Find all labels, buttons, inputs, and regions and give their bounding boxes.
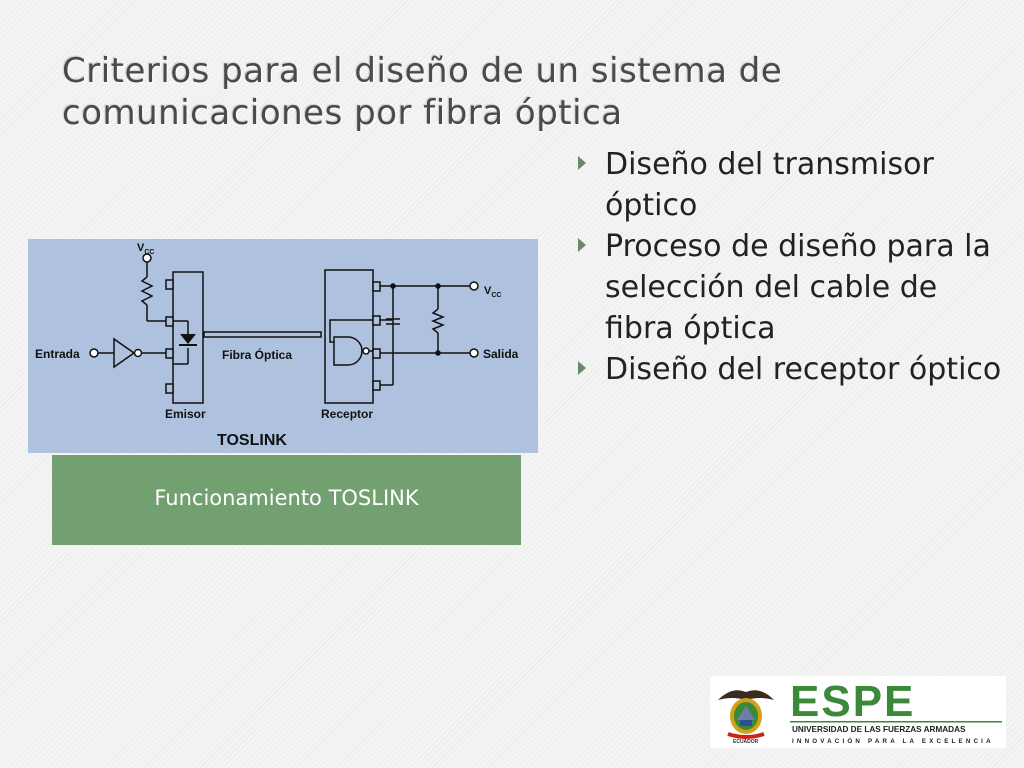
fibra-line [203,331,322,338]
bullet-text: Diseño del transmisor óptico [605,147,934,223]
bullet-item: Diseño del transmisor óptico [578,144,1008,226]
resistor-symbol [140,276,154,306]
toslink-diagram: VCC VCC Entrada Fibra Óptica Salida Emis… [28,239,538,453]
svg-text:ECUADOR: ECUADOR [733,739,759,745]
vcc-out-terminal [469,281,479,291]
espe-logo: ECUADOR ESPE UNIVERSIDAD DE LAS FUERZAS … [710,676,1006,748]
entrada-label: Entrada [35,347,80,361]
arrow-bullet-icon [578,156,586,170]
salida-terminal [469,348,479,358]
emisor-label: Emisor [165,407,206,421]
bullet-text: Diseño del receptor óptico [605,352,1002,387]
pullup-resistor-symbol [430,308,446,334]
receptor-label: Receptor [321,407,373,421]
ecuador-seal-icon: ECUADOR [718,690,774,745]
led-symbol [179,334,197,346]
logo-line2: INNOVACIÓN PARA LA EXCELENCIA [792,737,994,745]
salida-label: Salida [483,347,519,361]
toslink-label: TOSLINK [217,432,287,449]
bullet-item: Diseño del receptor óptico [578,349,1008,390]
emisor-box [172,271,204,404]
nand-gate-symbol [333,336,363,366]
bullet-item: Proceso de diseño para la selección del … [578,226,1008,349]
logo-line1: UNIVERSIDAD DE LAS FUERZAS ARMADAS [792,725,966,734]
arrow-bullet-icon [578,238,586,252]
brand-wordmark: ESPE [790,677,915,726]
bullet-list: Diseño del transmisor óptico Proceso de … [578,144,1008,390]
entrada-terminal [89,348,99,358]
fibra-label: Fibra Óptica [222,347,292,362]
buffer-symbol [113,337,136,369]
bullet-text: Proceso de diseño para la selección del … [605,229,991,346]
arrow-bullet-icon [578,361,586,375]
vcc-label: VCC [137,242,154,256]
vcc-out-label: VCC [484,285,501,299]
receptor-box [324,269,374,404]
diagram-caption: Funcionamiento TOSLINK [52,455,521,545]
slide-title: Criterios para el diseño de un sistema d… [62,51,783,133]
